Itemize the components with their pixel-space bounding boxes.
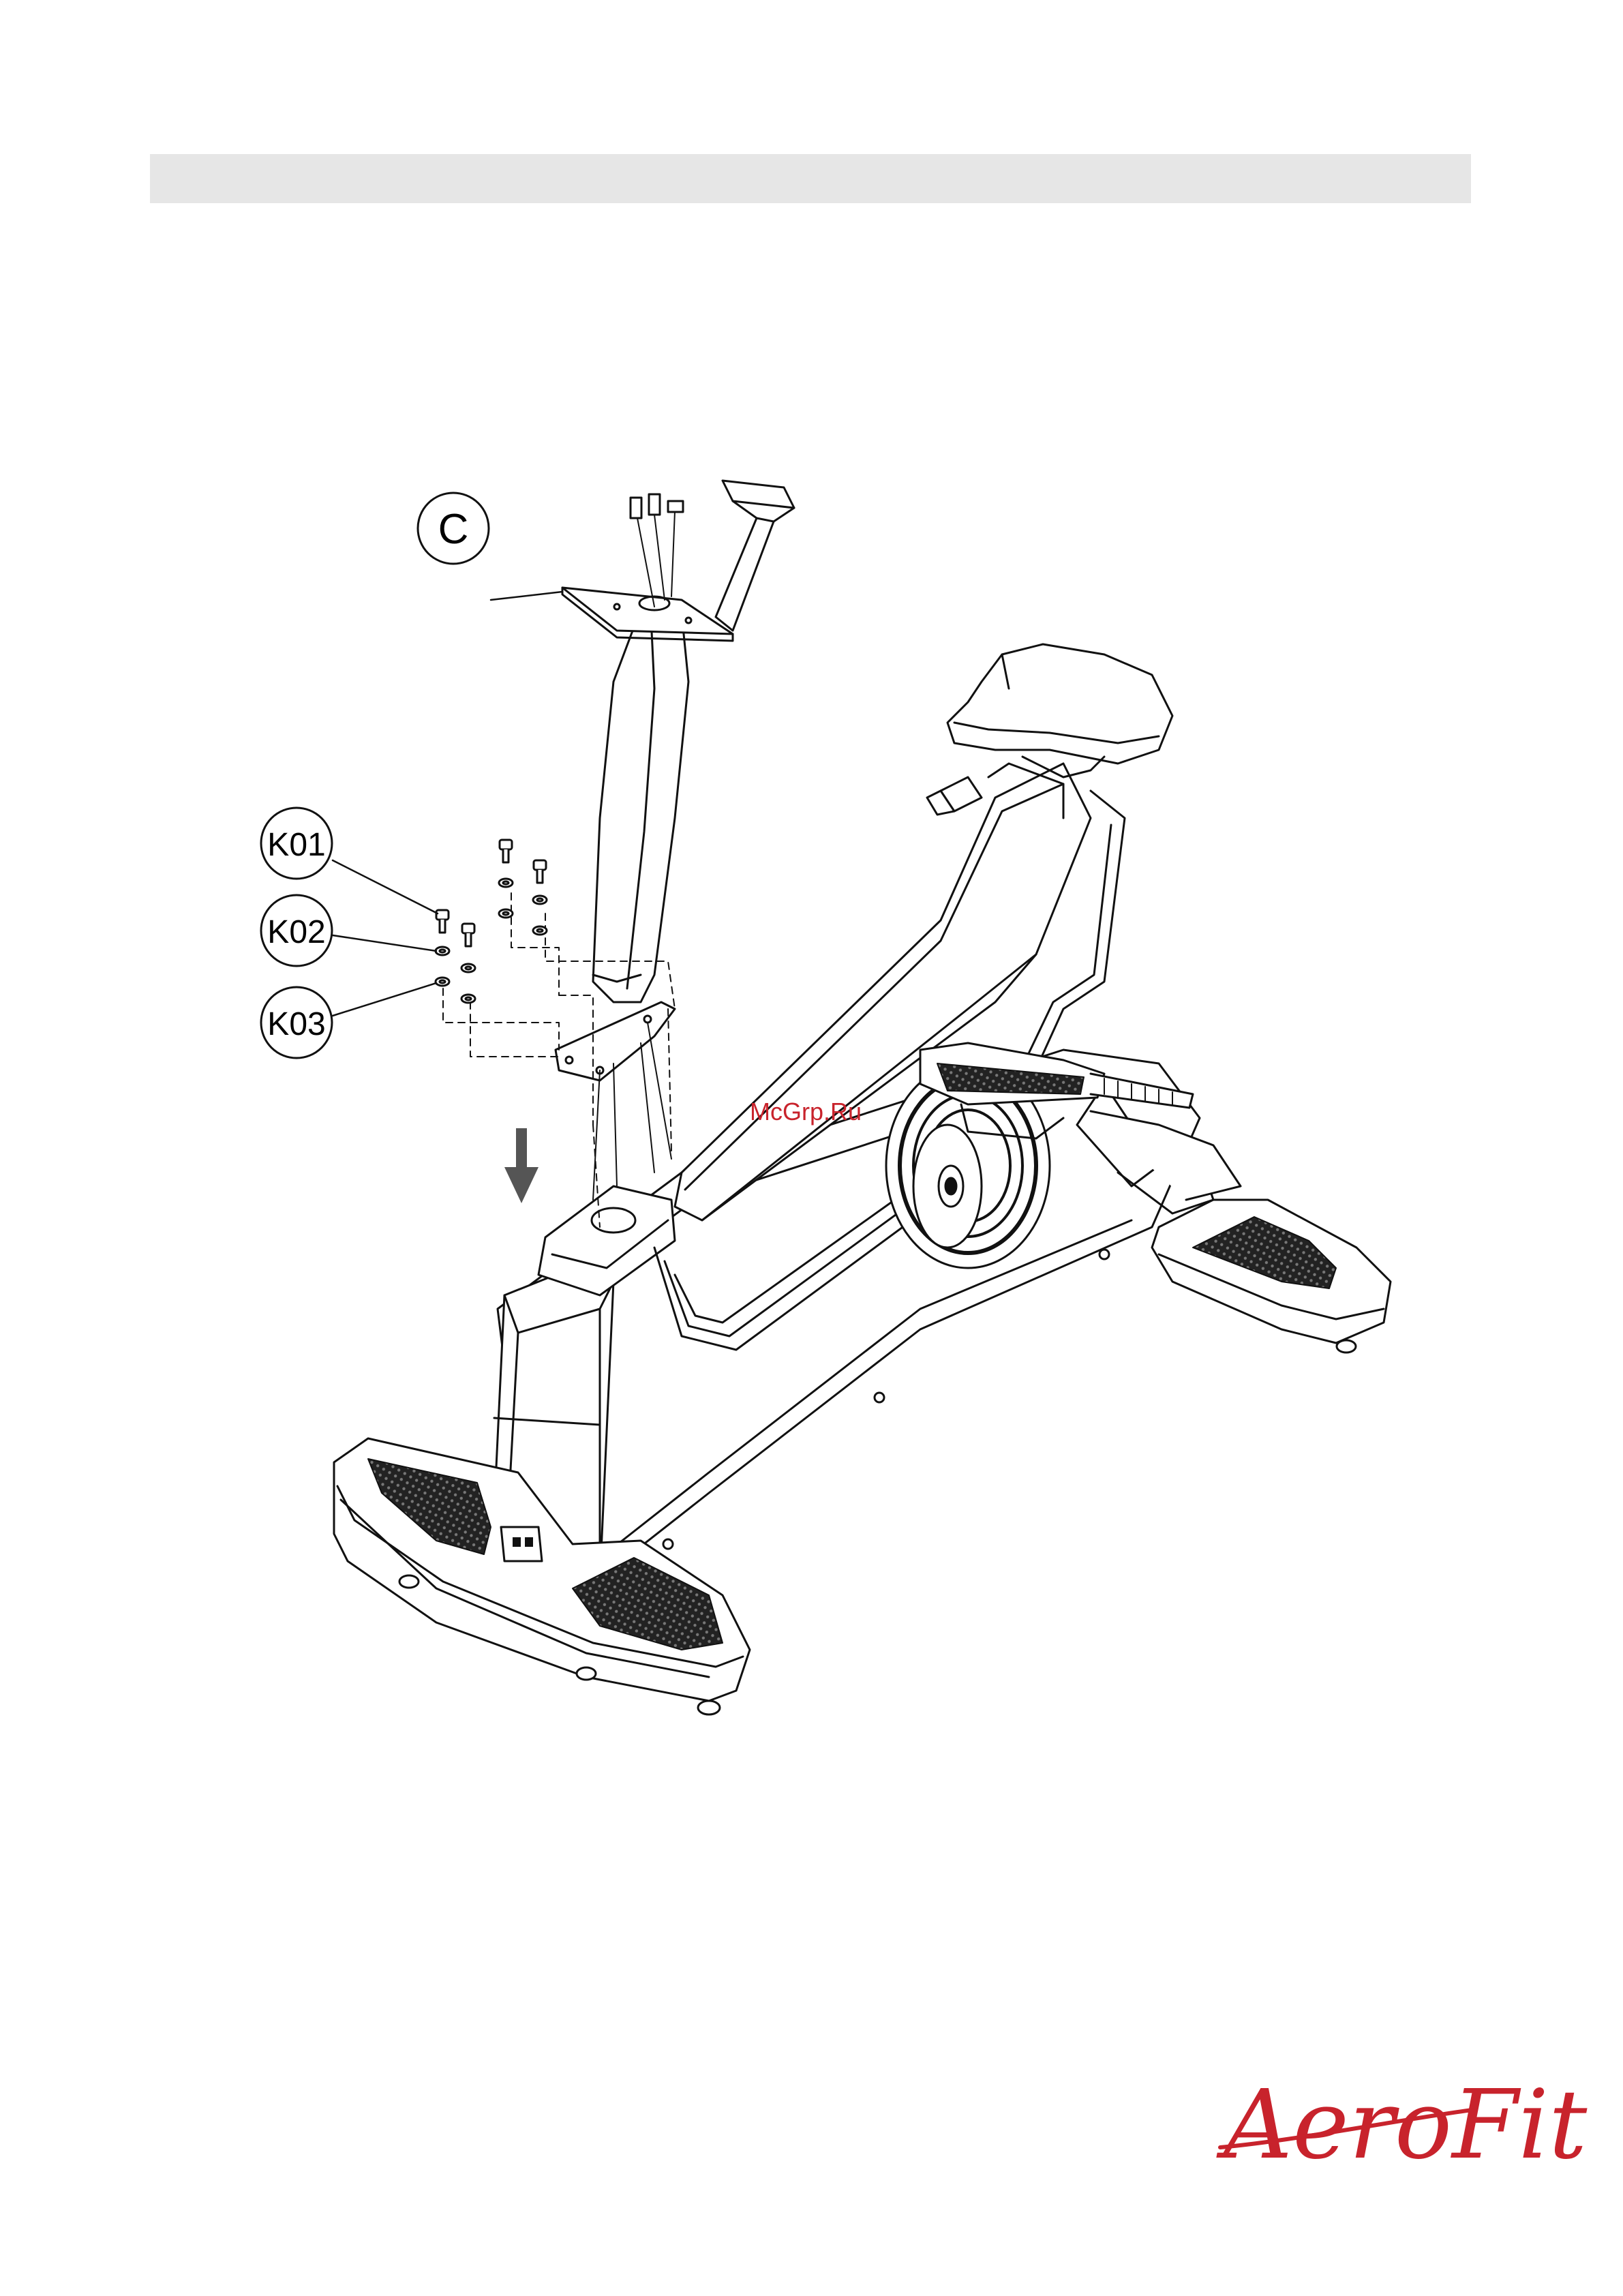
callout-k02: K02 — [261, 895, 332, 966]
leader-k03 — [333, 983, 436, 1016]
handlebar-post — [556, 481, 794, 1200]
leader-k01 — [333, 860, 438, 913]
hardware-bolts — [436, 840, 547, 1003]
callout-c: C — [418, 493, 489, 564]
down-arrow-icon — [504, 1128, 539, 1203]
watermark-text: McGrp.Ru — [750, 1098, 862, 1126]
callout-k01-label: K01 — [267, 827, 325, 863]
leader-k02 — [333, 935, 436, 951]
callout-c-label: C — [438, 506, 469, 553]
callout-k03: K03 — [261, 987, 332, 1058]
aerofit-logo-text: AeroFit — [1216, 2070, 1588, 2181]
aerofit-logo: AeroFit — [1216, 2070, 1588, 2181]
callout-k01: K01 — [261, 808, 332, 879]
callout-k03-label: K03 — [267, 1006, 325, 1042]
callout-k02-label: K02 — [267, 914, 325, 950]
leader-c — [491, 592, 562, 600]
